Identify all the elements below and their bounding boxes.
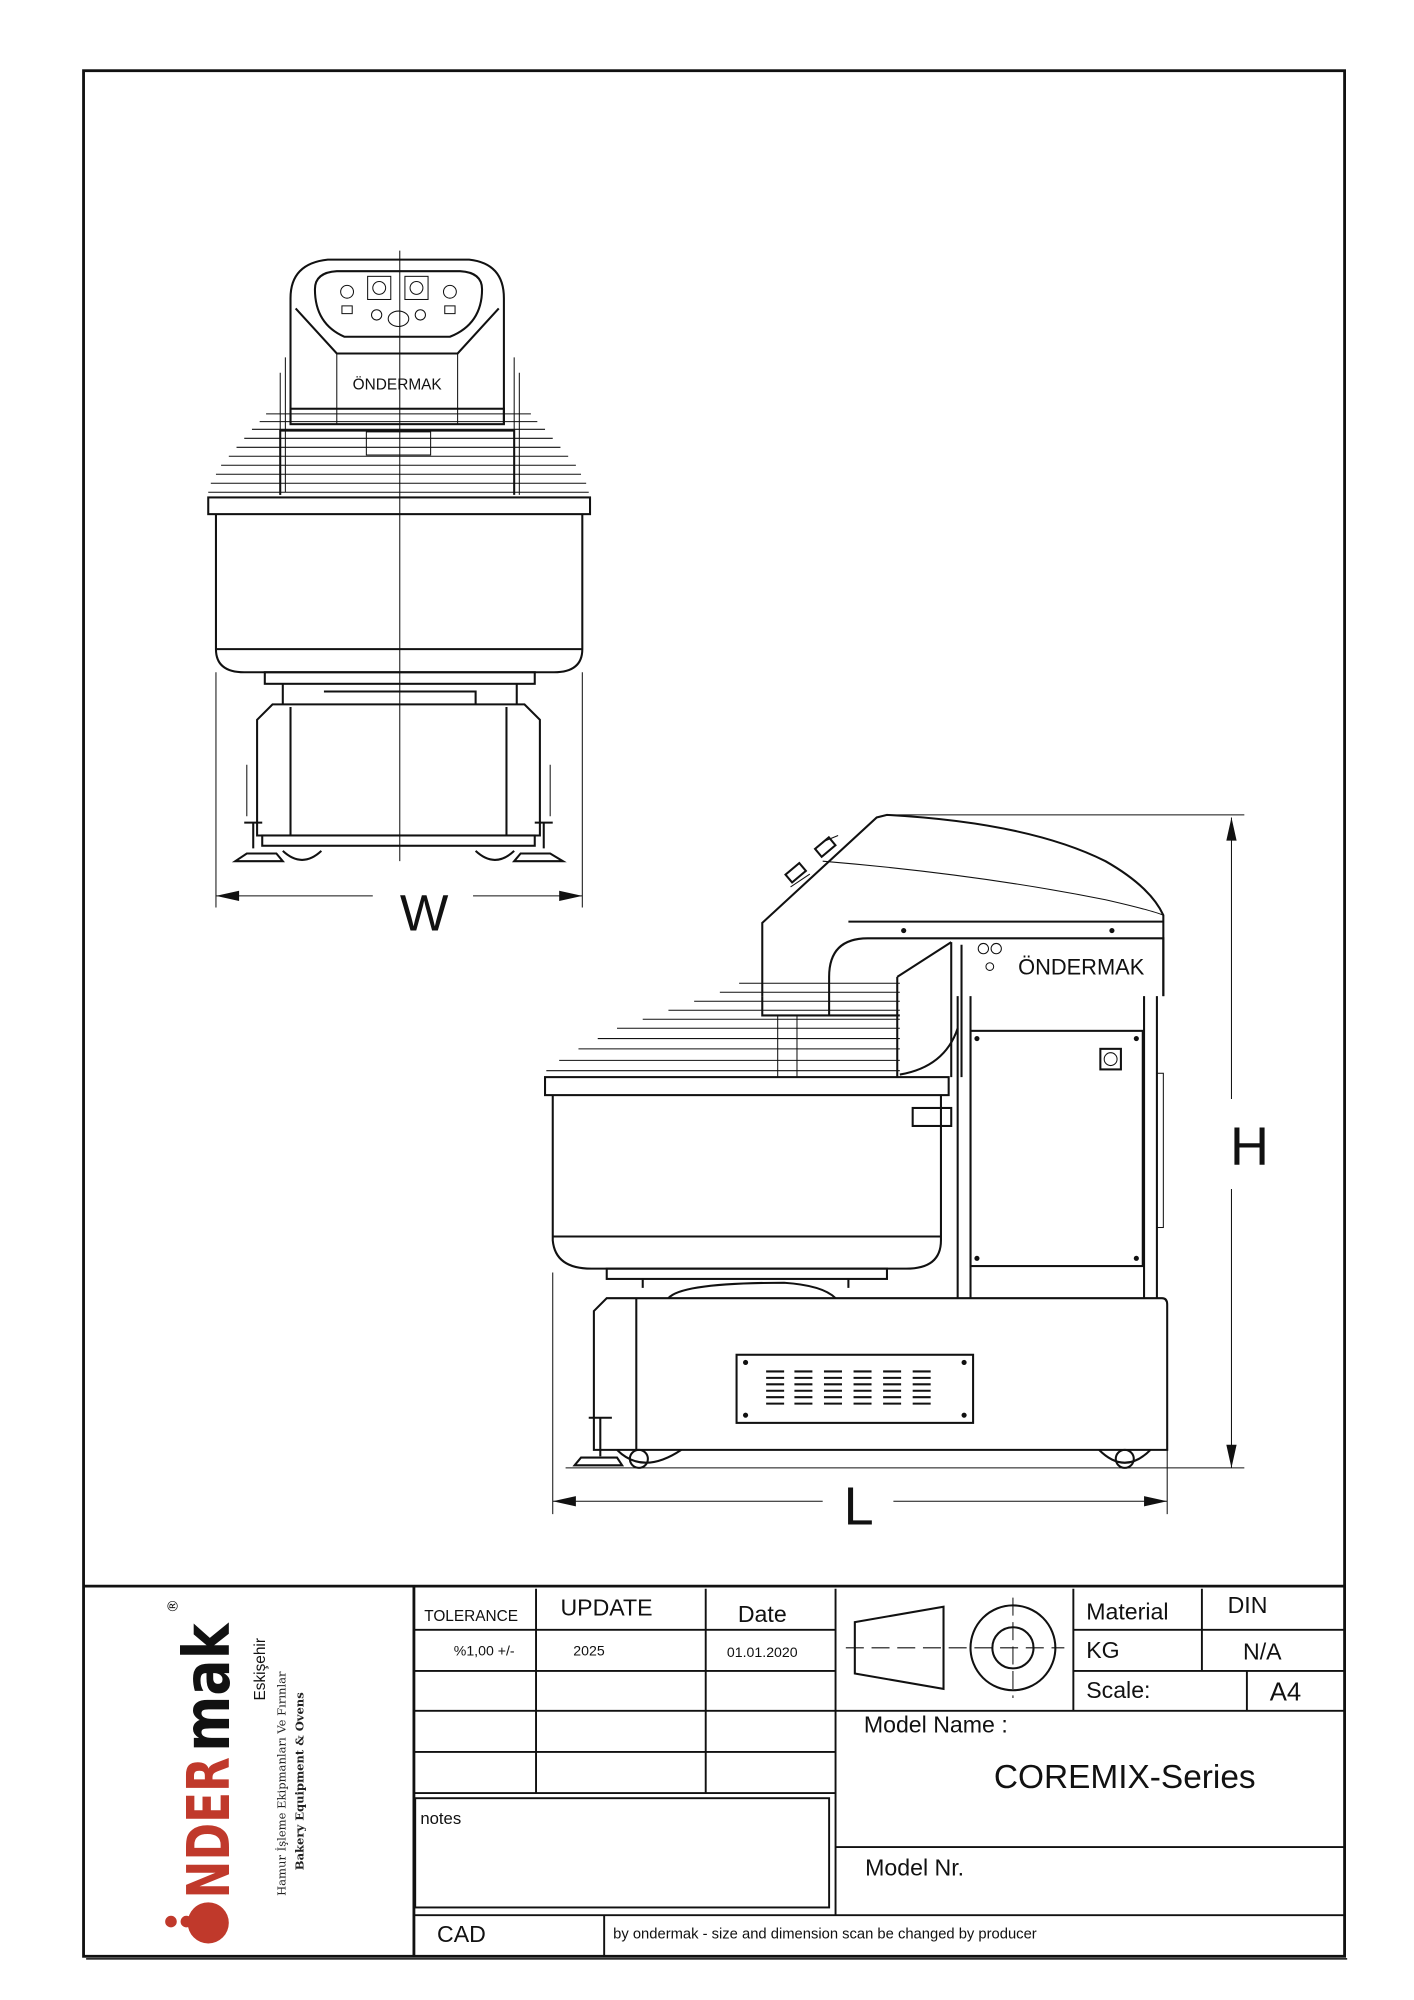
model-nr-label: Model Nr. (865, 1854, 964, 1880)
logo-tagline-en: Bakery Equipment & Ovens (292, 1692, 306, 1870)
front-view: ÖNDERMAK W (207, 250, 592, 942)
material-value: DIN (1228, 1592, 1268, 1618)
update-label: UPDATE (560, 1595, 652, 1621)
front-brand-label: ÖNDERMAK (353, 375, 443, 393)
side-brand-label: ÖNDERMAK (1018, 954, 1145, 979)
date-label: Date (738, 1601, 787, 1627)
disclaimer-text: by ondermak - size and dimension scan be… (613, 1926, 1037, 1942)
sheet-frame (82, 69, 1346, 1958)
logo-brand-mak: mak (170, 1622, 245, 1752)
update-value: 2025 (573, 1643, 605, 1659)
side-view: ÖNDERMAK (544, 813, 1269, 1536)
registered-mark: ® (165, 1599, 181, 1613)
material-label: Material (1086, 1599, 1168, 1625)
length-dimension-label: L (844, 1476, 874, 1536)
kg-label: KG (1086, 1637, 1119, 1663)
kg-value: N/A (1243, 1638, 1282, 1664)
scale-value: A4 (1270, 1679, 1301, 1707)
notes-label: notes (420, 1809, 461, 1828)
model-name-label: Model Name : (864, 1712, 1008, 1738)
company-logo: NDER mak ® Eskişehir Hamur İşleme Ekipma… (165, 1599, 306, 1944)
logo-brand-onder: NDER (174, 1757, 243, 1898)
tolerance-value: %1,00 +/- (454, 1643, 515, 1659)
title-block: NDER mak ® Eskişehir Hamur İşleme Ekipma… (83, 1584, 1345, 1957)
logo-city: Eskişehir (252, 1638, 269, 1700)
tolerance-label: TOLERANCE (424, 1608, 518, 1625)
cad-label: CAD (437, 1921, 486, 1947)
height-dimension-label: H (1230, 1117, 1269, 1177)
date-value: 01.01.2020 (727, 1644, 798, 1660)
projection-symbol-icon (845, 1597, 1065, 1698)
model-name-value: COREMIX-Series (994, 1759, 1256, 1796)
width-dimension-label: W (400, 884, 449, 942)
logo-tagline-tr: Hamur İşleme Ekipmanları Ve Fırınlar (274, 1671, 288, 1896)
scale-label: Scale: (1086, 1677, 1150, 1703)
